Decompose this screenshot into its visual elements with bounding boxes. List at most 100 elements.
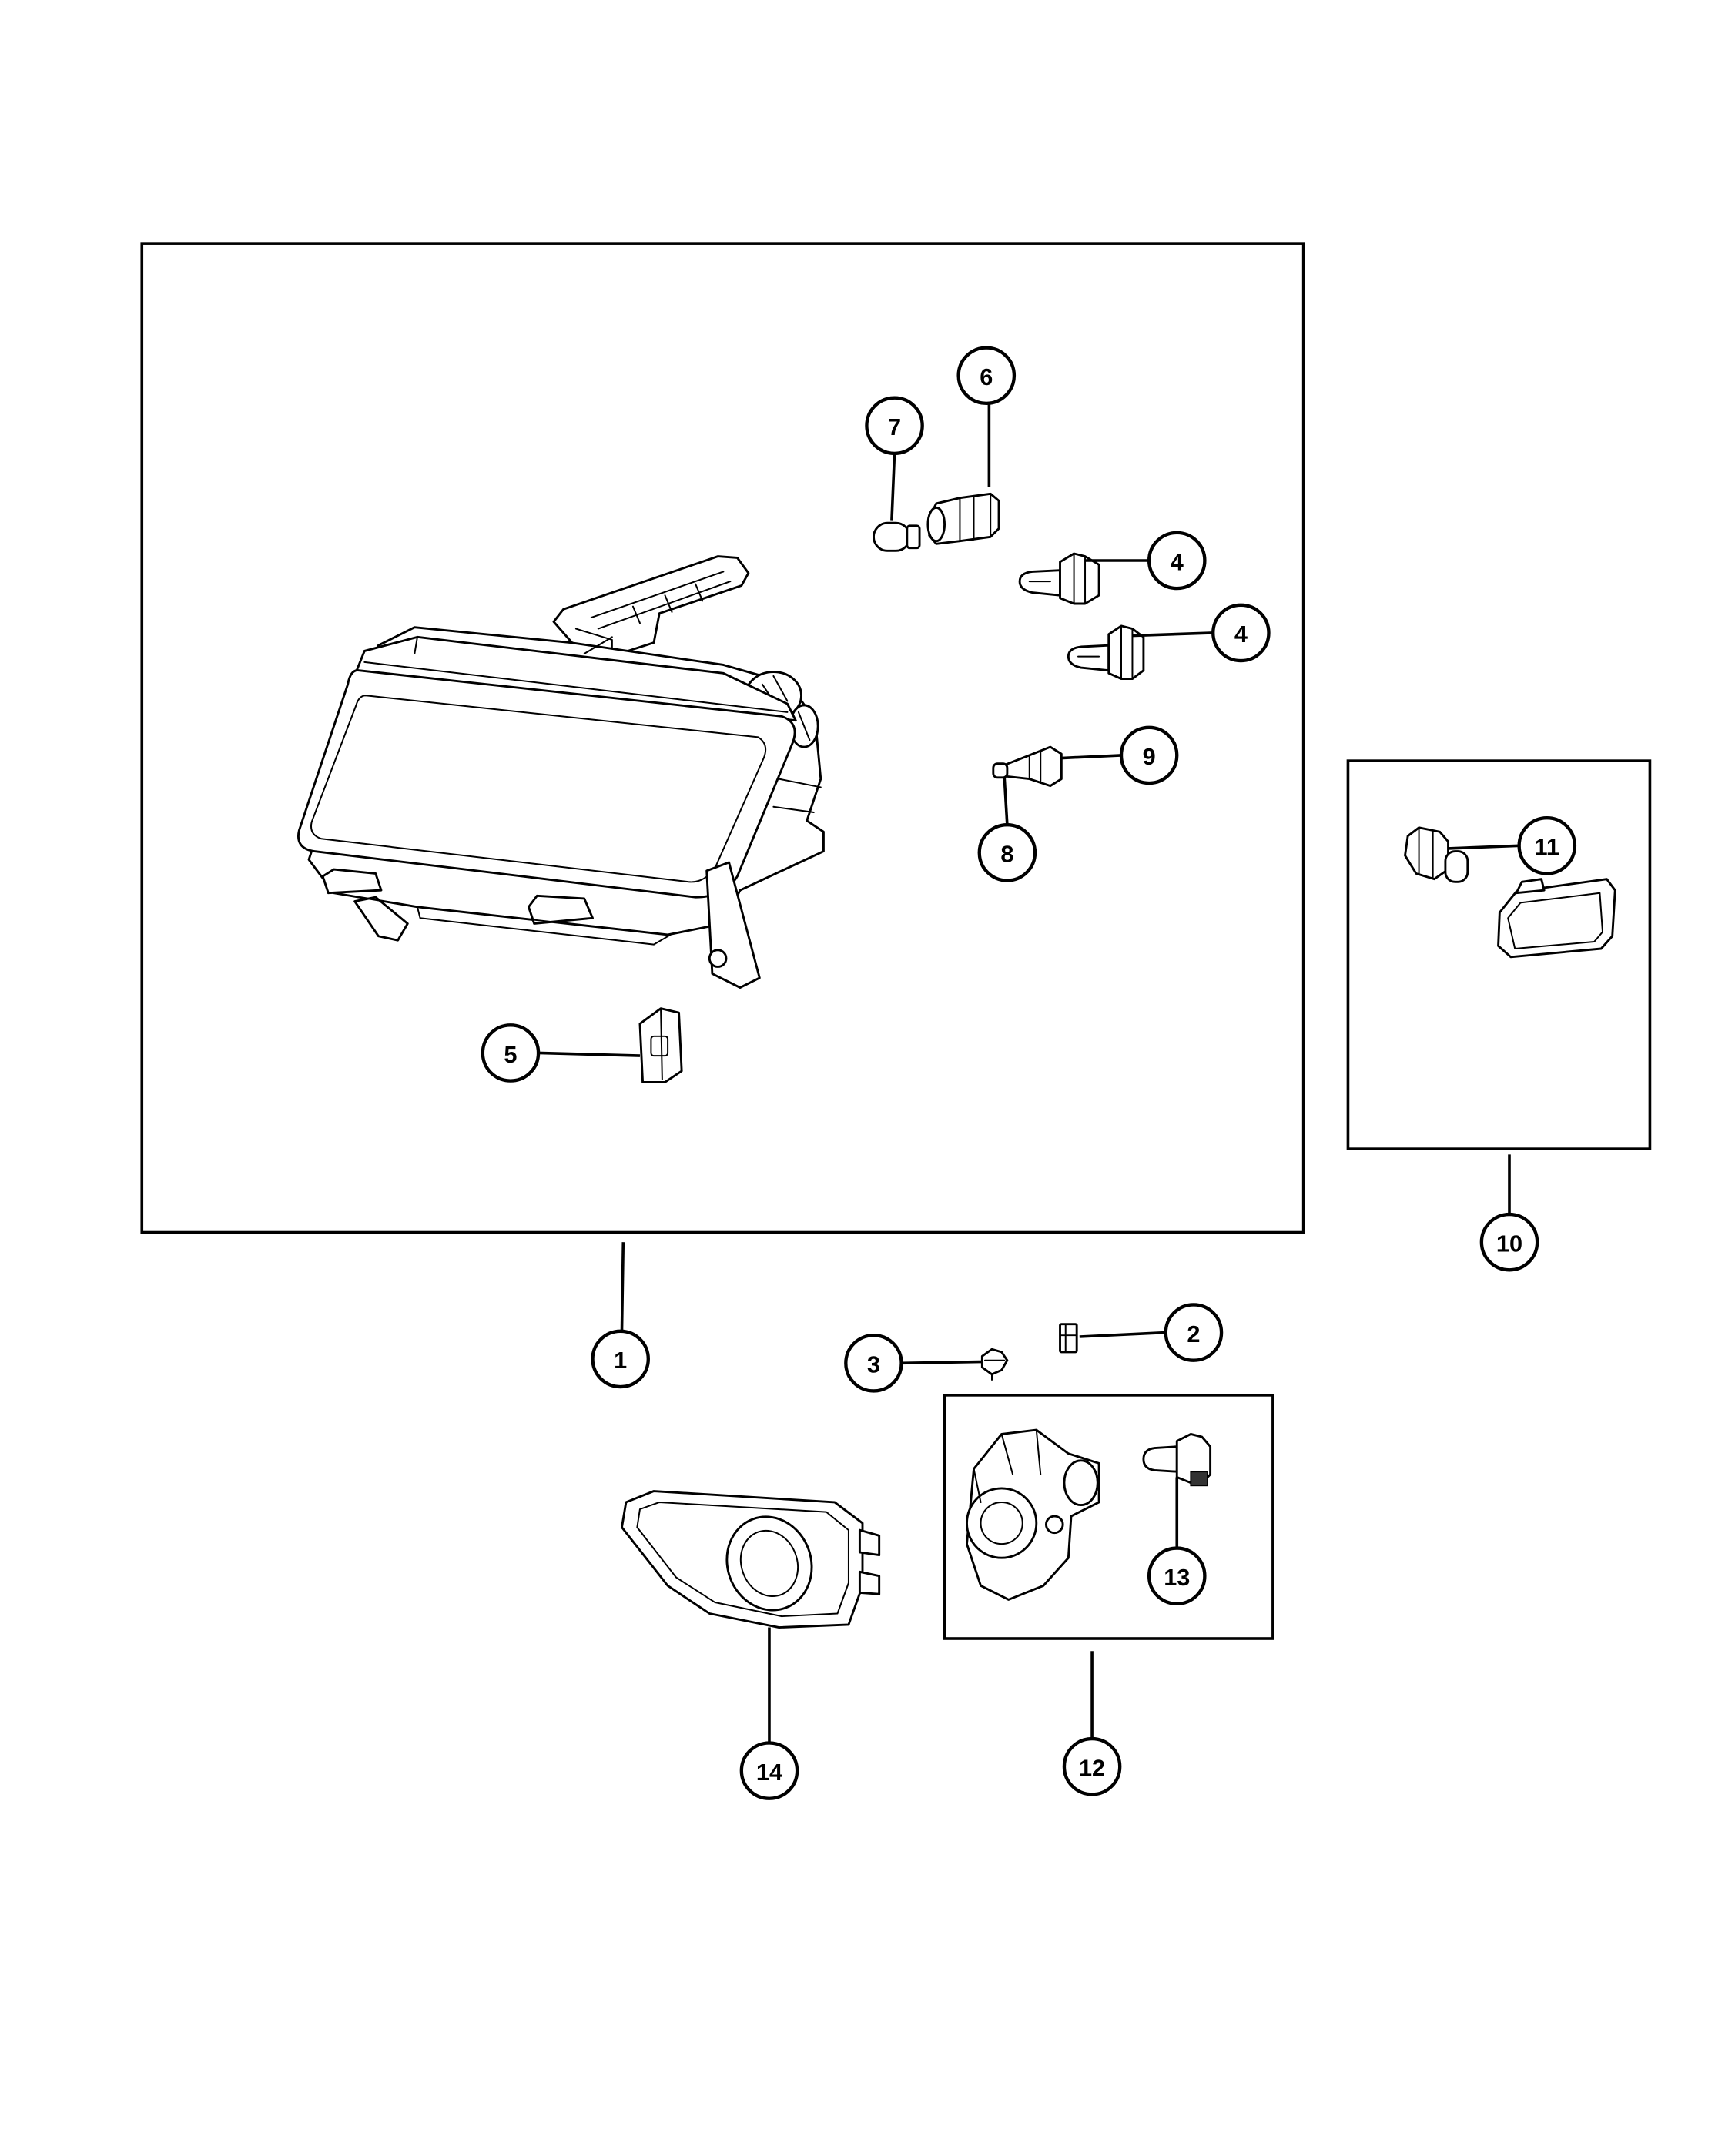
halogen-bulb-upper-base	[1059, 552, 1100, 605]
halogen-bulb-lower-flange	[1120, 624, 1134, 680]
headlamp-clip	[638, 1007, 683, 1083]
fog-lamp-bezel-opening	[725, 1515, 813, 1612]
screw-shaft	[983, 1359, 1006, 1381]
callout-14: 14	[739, 1627, 799, 1800]
callout-1-leader	[620, 1242, 625, 1331]
callout-11: 11	[1448, 816, 1577, 875]
screw-head	[980, 1348, 1009, 1376]
callout-6-label: 6	[980, 363, 993, 390]
headlamp-assembly	[297, 555, 825, 989]
callout-4-lower-leader	[1132, 631, 1214, 638]
side-marker-lamp-housing	[1497, 878, 1616, 959]
side-marker-lamp-lens	[1507, 892, 1604, 949]
callout-13: 13	[1147, 1477, 1207, 1606]
halogen-bulb-upper-flange	[1073, 552, 1087, 604]
halogen-bulb-upper-glass	[1018, 569, 1061, 597]
fog-lamp-bezel-inner	[636, 1501, 849, 1618]
clip-nut-fold	[1059, 1323, 1078, 1353]
callout-2-label: 2	[1187, 1321, 1200, 1348]
headlamp-bezel-lines	[363, 636, 789, 713]
callout-8-leader	[1003, 777, 1009, 825]
side-marker-lamp	[1497, 878, 1616, 959]
fog-lamp-bulb-connector	[1190, 1471, 1208, 1487]
turn-bulb-socket-ribs	[1028, 750, 1042, 785]
callout-4-upper-label: 4	[1171, 548, 1184, 575]
callout-10-label: 10	[1496, 1230, 1522, 1257]
callout-2-circle	[1164, 1303, 1224, 1362]
callout-11-leader	[1448, 844, 1519, 850]
fog-lamp-group-frame	[943, 1394, 1274, 1640]
fog-lamp-lens-ring	[966, 1487, 1038, 1559]
wedge-bulb	[873, 521, 921, 552]
fog-lamp-adjuster	[1045, 1515, 1064, 1535]
headlamp-mount-bolt	[708, 949, 728, 968]
callout-9-circle	[1119, 725, 1179, 785]
fog-lamp-bezel	[621, 1490, 881, 1629]
callout-9-leader	[1061, 754, 1122, 760]
bulb-socket-ribs	[959, 493, 992, 542]
callout-8: 8	[977, 777, 1037, 882]
callout-10-circle	[1479, 1212, 1539, 1272]
fog-lamp-bulb	[1142, 1433, 1212, 1487]
side-marker-lamp-socket	[1515, 878, 1546, 895]
callout-14-label: 14	[756, 1759, 782, 1786]
clip-nut	[1059, 1323, 1078, 1354]
callout-8-label: 8	[1000, 841, 1013, 868]
callout-2-leader	[1079, 1331, 1166, 1338]
turn-bulb-socket-body	[1003, 745, 1063, 788]
fog-lamp-bulb-glass	[1142, 1445, 1178, 1473]
side-marker-bulb	[1404, 826, 1469, 883]
callout-7-circle	[865, 396, 924, 456]
callout-1-label: 1	[614, 1347, 627, 1374]
headlamp-lens-outer	[297, 669, 796, 899]
bulb-socket	[926, 492, 1000, 545]
callout-9: 9	[1061, 725, 1179, 785]
callout-1: 1	[591, 1242, 650, 1389]
headlamp-lower-edge	[333, 892, 672, 946]
headlamp-clip-edge	[660, 1007, 663, 1080]
clip-nut-body	[1059, 1323, 1078, 1354]
callout-5-leader	[538, 1051, 641, 1057]
fog-lamp-housing-ribs	[973, 1429, 1042, 1503]
callout-9-label: 9	[1143, 743, 1156, 770]
callout-4-upper-circle	[1147, 531, 1207, 591]
wedge-bulb-glass	[873, 521, 911, 552]
callout-3-leader	[901, 1360, 983, 1365]
callout-7: 7	[865, 396, 924, 521]
callout-4-upper: 4	[1085, 531, 1207, 591]
callout-7-leader	[890, 453, 896, 521]
fog-lamp-bezel-tab-upper	[858, 1528, 881, 1557]
callout-7-label: 7	[888, 413, 901, 440]
callout-2: 2	[1079, 1303, 1224, 1362]
callout-12-circle	[1062, 1736, 1122, 1796]
fog-lamp-bulb-base	[1175, 1433, 1212, 1485]
callout-11-label: 11	[1535, 834, 1559, 861]
wedge-bulb-base	[906, 524, 921, 550]
headlamp-mount-tab-center	[528, 894, 594, 925]
headlamp-group-frame	[140, 242, 1305, 1234]
halogen-bulb-lower-glass	[1067, 644, 1110, 672]
callout-11-circle	[1517, 816, 1577, 875]
callout-14-circle	[739, 1741, 799, 1800]
callout-6-circle	[956, 346, 1017, 406]
turn-bulb	[992, 762, 1009, 779]
callout-5-circle	[481, 1023, 541, 1083]
headlamp-adjuster-arm	[552, 555, 750, 657]
side-marker-group-frame	[1346, 759, 1652, 1150]
callout-8-circle	[977, 823, 1037, 882]
fog-lamp-bezel-opening-inner	[739, 1529, 799, 1598]
callout-1-circle	[591, 1329, 650, 1389]
callout-6: 6	[956, 346, 1017, 487]
callout-3-label: 3	[867, 1351, 880, 1378]
fog-lamp-bezel-tab-lower	[858, 1570, 881, 1595]
callout-5: 5	[481, 1023, 641, 1083]
bulb-socket-mouth	[926, 506, 946, 543]
headlamp-lens-inner	[310, 695, 767, 883]
halogen-bulb-lower	[1067, 624, 1145, 680]
screw	[980, 1348, 1009, 1381]
headlamp-arm-ribs	[574, 571, 732, 655]
halogen-bulb-upper	[1018, 552, 1100, 605]
fog-lamp-socket	[1063, 1459, 1099, 1507]
callout-3-circle	[844, 1334, 903, 1393]
